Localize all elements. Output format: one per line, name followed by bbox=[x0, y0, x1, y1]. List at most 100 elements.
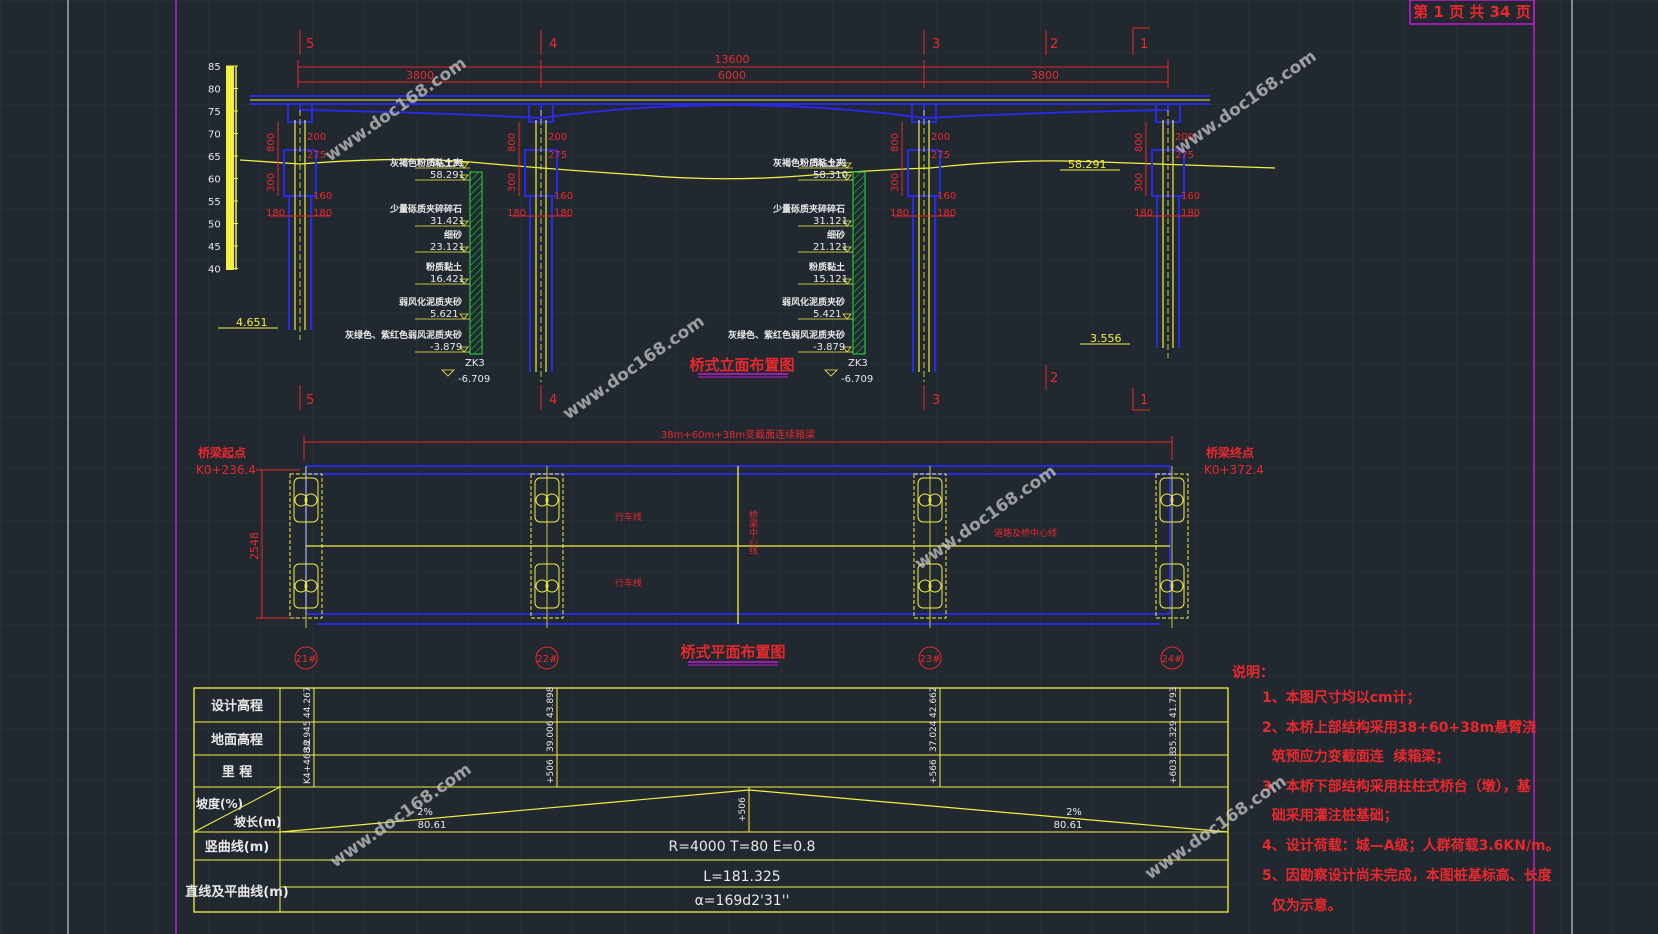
dim-left: 3800 bbox=[406, 69, 434, 82]
ground-elevation-value: 35.329 bbox=[1169, 720, 1179, 752]
layer-elevation: 16.421 bbox=[430, 274, 465, 285]
pile-circle bbox=[304, 579, 318, 593]
row-slope: 坡度(%) bbox=[196, 796, 243, 811]
layer-description: 灰褐色粉质粘土夹 bbox=[390, 157, 462, 169]
layer-elevation: 15.121 bbox=[813, 274, 848, 285]
ground-right-elev: 3.556 bbox=[1090, 332, 1122, 345]
ground-left-elev: 4.651 bbox=[236, 316, 268, 329]
pier-id-bubble bbox=[918, 646, 942, 670]
axis-label-1-top: 1 bbox=[1140, 37, 1148, 52]
station-value: +566 bbox=[929, 759, 939, 784]
pile-circle bbox=[304, 493, 318, 507]
scale-tick-label: 55 bbox=[208, 197, 221, 208]
deck-right-elev: 58.291 bbox=[1068, 158, 1107, 171]
lane-label-1: 行车线 bbox=[615, 511, 642, 523]
layer-description: 弱风化泥质夹砂 bbox=[399, 296, 462, 308]
pier-id-bubble bbox=[294, 646, 318, 670]
dim-label: 800 bbox=[266, 133, 277, 152]
axis-mark-1 bbox=[1132, 27, 1150, 55]
dim-label: 180 bbox=[507, 208, 526, 219]
plan-title: 桥式平面布置图 bbox=[680, 643, 785, 661]
pile-circle bbox=[918, 579, 932, 593]
row-ground-elev: 地面高程 bbox=[211, 732, 263, 748]
station-value: K4+468.2 bbox=[303, 739, 313, 784]
pier-id: 24# bbox=[1161, 654, 1182, 665]
profile-table: 设计高程 地面高程 里 程 坡度(%) 坡长(m) 竖曲线(m) 直线及平曲线(… bbox=[185, 686, 1229, 913]
scale-tick-label: 70 bbox=[208, 130, 221, 141]
pile-circle bbox=[1160, 579, 1174, 593]
pier-id-bubble bbox=[535, 646, 559, 670]
ground-elevation-value: 38.945 bbox=[303, 721, 313, 753]
design-elevation-value: 44.267 bbox=[303, 687, 313, 719]
pile-circle bbox=[1160, 493, 1174, 507]
scale-tick-label: 50 bbox=[208, 220, 221, 231]
layer-elevation: 58.291 bbox=[430, 170, 465, 181]
dim-label: 160 bbox=[1181, 191, 1200, 202]
note-3b: 础采用灌注桩基础； bbox=[1262, 807, 1398, 824]
pile-circle bbox=[928, 579, 942, 593]
borehole-column bbox=[469, 171, 483, 355]
dim-label: 200 bbox=[1175, 132, 1194, 143]
borehole-column bbox=[852, 171, 866, 355]
layer-description: 粉质黏土 bbox=[426, 261, 462, 273]
scale-tick-label: 65 bbox=[208, 152, 221, 163]
borehole-name: ZK3 bbox=[848, 358, 868, 369]
layer-elevation: 5.621 bbox=[430, 309, 459, 320]
axis-mark-1 bbox=[1132, 388, 1150, 411]
pile-circle bbox=[1170, 493, 1184, 507]
elev-marker bbox=[824, 369, 838, 377]
note-5: 5、因勘察设计尚未完成，本图桩基标高、长度 bbox=[1262, 867, 1553, 884]
layer-elevation: -3.879 bbox=[813, 342, 845, 353]
elev-marker bbox=[842, 346, 852, 353]
pile-circle bbox=[294, 493, 308, 507]
dim-label: 160 bbox=[554, 191, 573, 202]
pile-circle bbox=[545, 579, 559, 593]
dim-label: 275 bbox=[931, 150, 950, 161]
scale-tick-label: 45 bbox=[208, 242, 221, 253]
line-length: L=181.325 bbox=[703, 869, 780, 885]
dim-label: 160 bbox=[937, 191, 956, 202]
layer-description: 灰绿色、紫红色弱风泥质夹砂 bbox=[345, 329, 462, 341]
dim-label: 200 bbox=[931, 132, 950, 143]
dim-label: 180 bbox=[554, 208, 573, 219]
dim-label: 200 bbox=[307, 132, 326, 143]
design-elevation-value: 43.898 bbox=[546, 686, 556, 718]
slope-right-length: 80.61 bbox=[1054, 820, 1083, 831]
notes-heading: 说明： bbox=[1232, 664, 1274, 681]
elev-marker bbox=[842, 220, 852, 227]
row-alignment: 直线及平曲线(m) bbox=[185, 884, 288, 900]
pile-circle bbox=[918, 493, 932, 507]
plan-span-note: 38m+60m+38m变截面连续箱梁 bbox=[661, 428, 815, 441]
ground-line bbox=[239, 158, 1276, 180]
row-slope-length: 坡长(m) bbox=[234, 814, 281, 829]
layer-elevation: 21.121 bbox=[813, 242, 848, 253]
road-center-label: 道路及桥中心线 bbox=[994, 527, 1057, 539]
axis-label-5-top: 5 bbox=[306, 37, 314, 52]
elev-marker bbox=[441, 369, 455, 377]
vertical-curve: R=4000 T=80 E=0.8 bbox=[669, 839, 816, 855]
layer-elevation: 31.421 bbox=[430, 216, 465, 227]
station-value: +506 bbox=[546, 759, 556, 784]
box-girder bbox=[250, 95, 1210, 120]
borehole-bottom: -6.709 bbox=[841, 374, 873, 385]
pile-circle bbox=[535, 579, 549, 593]
page-label: 第 1 页 共 34 页 bbox=[1413, 3, 1530, 21]
scale-tick-label: 40 bbox=[208, 265, 221, 276]
axis-label-3-top: 3 bbox=[932, 37, 940, 52]
pile-circle bbox=[928, 493, 942, 507]
elev-marker bbox=[842, 174, 852, 181]
slope-left-length: 80.61 bbox=[418, 820, 447, 831]
page-label-box bbox=[1409, 0, 1535, 25]
scale-tick-label: 75 bbox=[208, 107, 221, 118]
elev-marker bbox=[842, 162, 852, 169]
slope-mid-station: +506 bbox=[738, 797, 748, 822]
plan-end-station: K0+372.4 bbox=[1204, 463, 1264, 477]
axis-label-3-bottom: 3 bbox=[932, 393, 940, 408]
pile-circle bbox=[545, 493, 559, 507]
pier-id: 23# bbox=[919, 654, 940, 665]
layer-elevation: 5.421 bbox=[813, 309, 842, 320]
note-2: 2、本桥上部结构采用38+60+38m悬臂浇 bbox=[1262, 719, 1536, 736]
note-5b: 仅为示意。 bbox=[1262, 897, 1342, 914]
